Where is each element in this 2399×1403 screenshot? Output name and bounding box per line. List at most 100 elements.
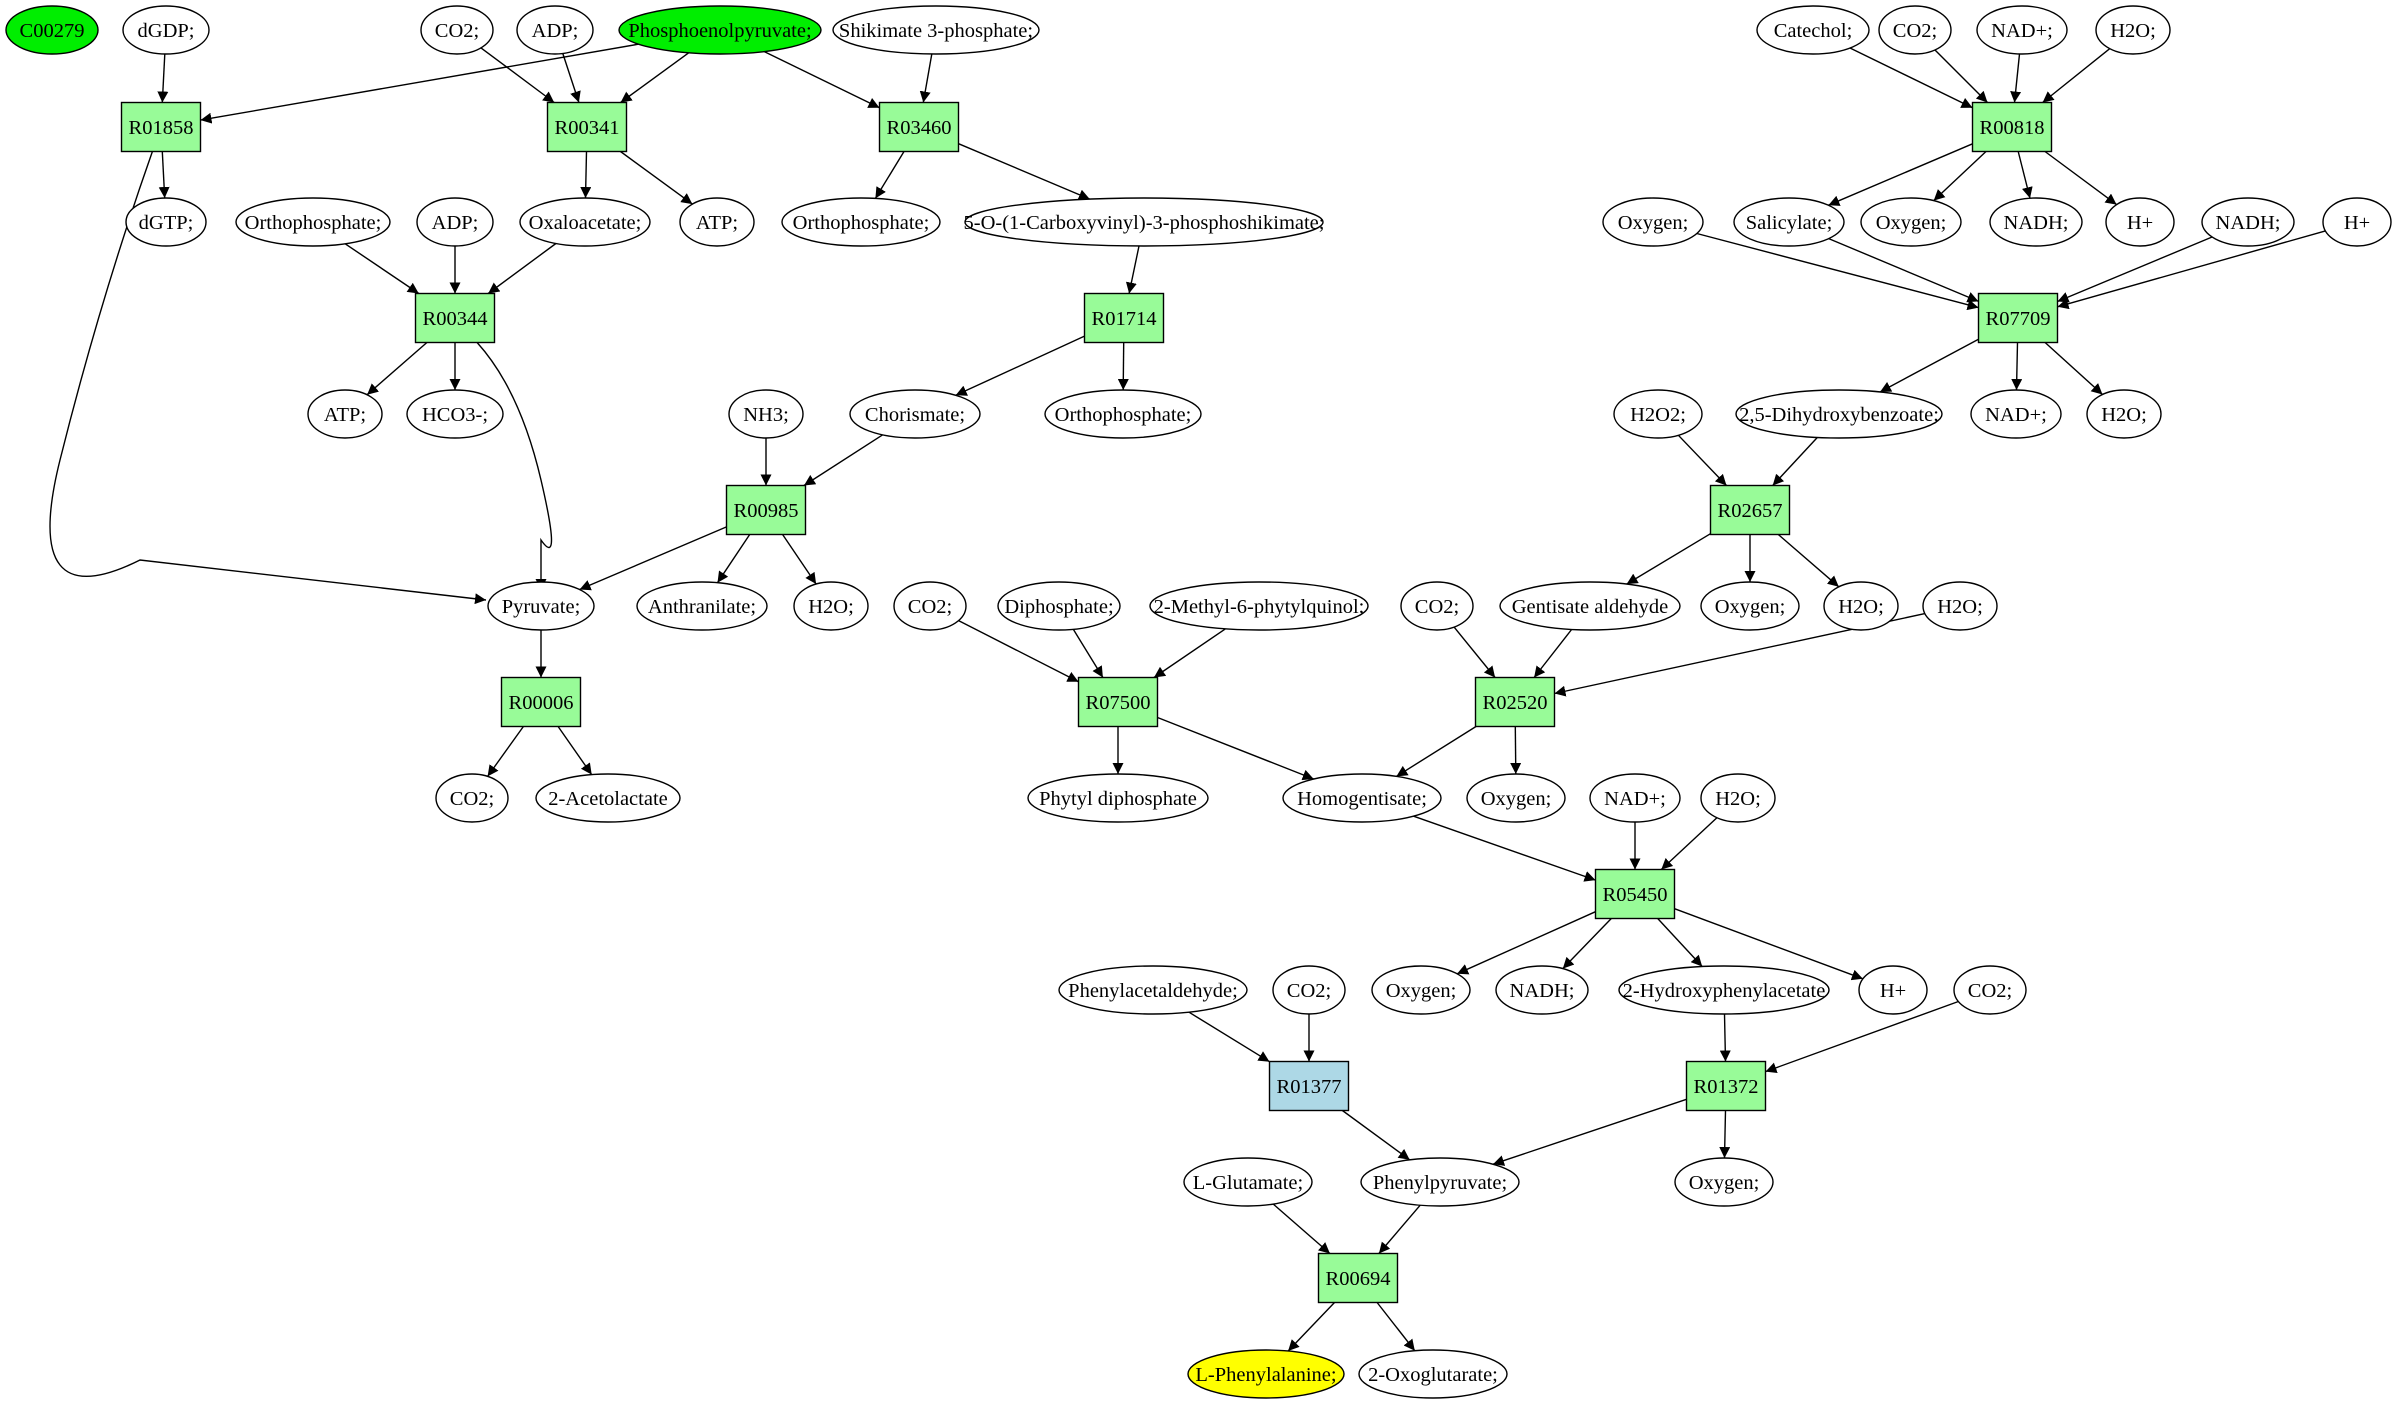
compound-ellipse — [2322, 197, 2392, 247]
compound-ellipse — [1976, 5, 2068, 55]
compound-ellipse — [1700, 581, 1800, 631]
edge-CO2_c-to-R07500 — [958, 619, 1079, 683]
node-label: H2O; — [2110, 20, 2156, 42]
edge-R01858-to-dGTP — [158, 151, 170, 199]
compound-ellipse — [122, 5, 210, 55]
edge-R00694-to-lphe — [1287, 1302, 1336, 1352]
node-label: Phosphoenolpyruvate; — [628, 20, 811, 42]
edge-2hpa-to-R01372 — [1719, 1013, 1731, 1062]
compound-ellipse — [679, 197, 755, 247]
compound-node-H2O_f: H2O; — [1700, 773, 1776, 823]
edge-R00006-to-CO2_e — [487, 726, 524, 777]
compound-node-dGTP: dGTP; — [125, 197, 207, 247]
compound-ellipse — [2086, 389, 2162, 439]
compound-ellipse — [1970, 389, 2062, 439]
edge-R07709-to-NADp_b — [2011, 342, 2023, 391]
compound-ellipse — [1360, 1157, 1520, 1207]
node-label: Homogentisate; — [1297, 788, 1427, 810]
edge-NADp_a-to-R00818 — [2010, 53, 2022, 103]
node-label: dGTP; — [139, 212, 194, 234]
node-label: ATP; — [324, 404, 366, 426]
edge-chorismate-to-R00985 — [803, 434, 884, 487]
node-label: H+ — [2127, 212, 2153, 234]
reaction-box — [725, 484, 807, 536]
node-label: R00344 — [423, 308, 488, 330]
node-label: NADH; — [2004, 212, 2069, 234]
edge-R05450-to-NADH_c — [1562, 918, 1612, 970]
edge-gentisate_ald-to-R02520 — [1533, 629, 1573, 678]
compound-ellipse — [893, 581, 967, 631]
compound-node-H2O_b: H2O; — [2086, 389, 2162, 439]
compound-node-oxygen_a: Oxygen; — [1602, 197, 1704, 247]
reaction-node-R03460: R03460 — [878, 101, 960, 153]
node-label: Oxygen; — [1481, 788, 1552, 810]
compound-ellipse — [420, 5, 494, 55]
edge-NADH_b-to-R07709 — [2057, 236, 2213, 303]
reaction-box — [1709, 484, 1791, 536]
reaction-box — [1971, 101, 2053, 153]
edge-R02657-to-H2O_d — [1777, 533, 1840, 588]
node-label: Oxygen; — [1689, 1172, 1760, 1194]
node-label: Chorismate; — [865, 404, 965, 426]
reaction-node-R00344: R00344 — [414, 292, 496, 344]
compound-ellipse — [1756, 5, 1870, 55]
compound-ellipse — [1858, 965, 1928, 1015]
compound-node-2hpa: 2-Hydroxyphenylacetate — [1618, 965, 1830, 1015]
compound-node-CO2_g: CO2; — [1953, 965, 2027, 1015]
edge-R00006-to-2acetolactate — [557, 726, 593, 776]
node-label: R03460 — [887, 117, 952, 139]
node-label: H2O2; — [1630, 404, 1686, 426]
compound-node-orthophosphate_a: Orthophosphate; — [235, 197, 391, 247]
compound-node-25dhb: 2,5-Dihydroxybenzoate; — [1735, 389, 1943, 439]
node-label: H+ — [1880, 980, 1906, 1002]
node-label: R05450 — [1603, 884, 1668, 906]
compound-ellipse — [1149, 581, 1369, 631]
compound-node-ADP_b: ADP; — [416, 197, 494, 247]
reaction-node-R00341: R00341 — [546, 101, 628, 153]
compound-node-C00279: C00279 — [5, 5, 99, 55]
compound-ellipse — [1027, 773, 1209, 823]
edge-R02520-to-oxygen_d — [1510, 726, 1522, 775]
node-label: Orthophosphate; — [793, 212, 930, 234]
node-label: dGDP; — [138, 20, 195, 42]
compound-node-diphosphate: Diphosphate; — [997, 581, 1121, 631]
node-label: R07709 — [1986, 308, 2051, 330]
node-label: Oxygen; — [1618, 212, 1689, 234]
compound-node-oxygen_b: Oxygen; — [1860, 197, 1962, 247]
compound-ellipse — [1495, 965, 1589, 1015]
compound-node-orthophosphate_c: Orthophosphate; — [1044, 389, 1202, 439]
edge-phenylacetaldehyde-to-R01377 — [1188, 1011, 1270, 1063]
compound-ellipse — [1735, 389, 1943, 439]
node-label: CO2; — [1893, 20, 1937, 42]
compound-ellipse — [832, 5, 1040, 55]
reaction-box — [500, 676, 582, 728]
node-label: H2O; — [1838, 596, 1884, 618]
edge-R00341-to-ATP_a — [620, 150, 693, 205]
compound-ellipse — [1282, 773, 1442, 823]
compound-node-CO2_e: CO2; — [435, 773, 509, 823]
reaction-node-R00818: R00818 — [1971, 101, 2053, 153]
node-label: R01714 — [1092, 308, 1157, 330]
node-label: R00985 — [734, 500, 799, 522]
edge-R00344-to-pyruvate — [476, 342, 553, 590]
reaction-node-R02520: R02520 — [1474, 676, 1556, 728]
compound-ellipse — [1058, 965, 1248, 1015]
reaction-node-R01858: R01858 — [120, 101, 202, 153]
compound-ellipse — [1878, 5, 1952, 55]
reaction-box — [546, 101, 628, 153]
edge-5o_carboxyvinyl-to-R01714 — [1125, 245, 1140, 294]
compound-node-oxygen_e: Oxygen; — [1371, 965, 1471, 1015]
compound-node-CO2_a: CO2; — [420, 5, 494, 55]
compound-node-H2O_c: H2O; — [793, 581, 869, 631]
compound-node-NH3: NH3; — [728, 389, 804, 439]
node-label: Oxygen; — [1715, 596, 1786, 618]
compound-node-H2O_a: H2O; — [2095, 5, 2171, 55]
node-label: R07500 — [1086, 692, 1151, 714]
node-label: R00006 — [509, 692, 574, 714]
edge-phenylpyruvate-to-R00694 — [1378, 1204, 1421, 1254]
edge-oxygen_a-to-R07709 — [1696, 232, 1979, 311]
compound-ellipse — [1466, 773, 1566, 823]
compound-node-HCO3: HCO3-; — [406, 389, 504, 439]
compound-ellipse — [1371, 965, 1471, 1015]
compound-ellipse — [307, 389, 383, 439]
